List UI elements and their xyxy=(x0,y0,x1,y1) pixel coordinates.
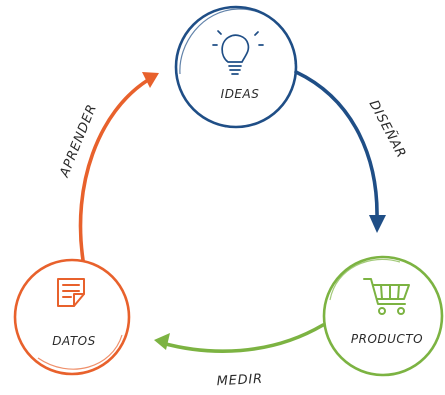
medir-arrowhead xyxy=(154,333,170,350)
aprender-edge: APRENDER xyxy=(57,72,159,262)
lightbulb-icon xyxy=(212,30,264,75)
producto-node: PRODUCTO xyxy=(322,255,444,377)
datos-circle xyxy=(13,258,131,376)
medir-arrow-line xyxy=(160,323,325,353)
document-icon xyxy=(57,278,85,307)
medir-edge: MEDIR xyxy=(154,323,325,389)
ideas-node: IDEAS xyxy=(174,5,298,129)
producto-circle xyxy=(322,255,444,377)
datos-node: DATOS xyxy=(13,258,131,376)
ideas-circle-sketch xyxy=(179,8,296,75)
datos-circle-sketch xyxy=(37,334,123,370)
disenar-arrowhead xyxy=(369,215,386,233)
aprender-label: APRENDER xyxy=(57,102,100,180)
aprender-arrowhead xyxy=(142,72,159,88)
medir-label: MEDIR xyxy=(216,372,263,389)
producto-circle-sketch xyxy=(329,258,401,301)
disenar-label: DISEÑAR xyxy=(366,97,410,161)
producto-label: PRODUCTO xyxy=(351,332,423,346)
aprender-arrow-line xyxy=(78,78,150,262)
shopping-cart-icon xyxy=(363,278,410,315)
ideas-label: IDEAS xyxy=(221,87,260,101)
datos-label: DATOS xyxy=(52,334,95,348)
disenar-edge: DISEÑAR xyxy=(294,70,410,233)
disenar-arrow-line xyxy=(294,70,379,220)
ideas-circle xyxy=(174,5,298,129)
